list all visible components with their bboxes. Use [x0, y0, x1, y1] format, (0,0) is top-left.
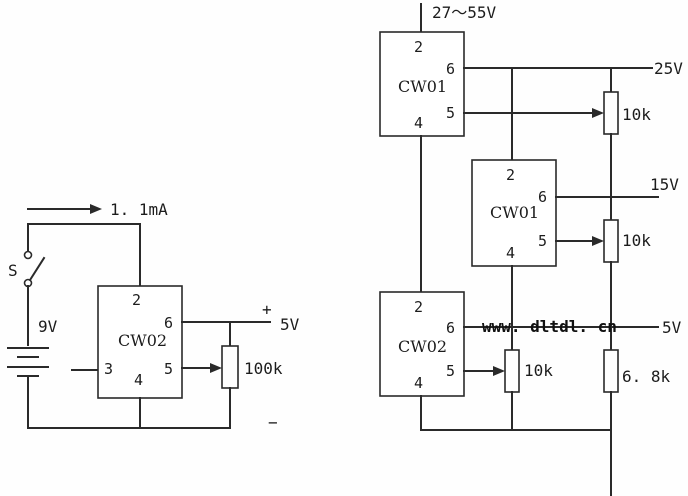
wiper-arrow-bot: [493, 366, 505, 376]
output-5v-right: 5V: [662, 318, 682, 337]
chip-bot-pin5: 5: [446, 362, 455, 380]
chip-cw01-mid: [471, 159, 557, 267]
input-voltage-label: 27～55V: [432, 3, 497, 22]
pot-100k-label: 100k: [244, 359, 283, 378]
pot-top-label: 10k: [622, 105, 651, 124]
chip-left-pin4: 4: [134, 371, 143, 389]
battery-label: 9V: [38, 317, 58, 336]
chip-cw01-top: [379, 31, 465, 137]
chip-cw02-bottom: [379, 291, 465, 397]
current-arrow-head: [90, 204, 102, 214]
output-15v: 15V: [650, 175, 679, 194]
chip-bot-pin6: 6: [446, 319, 455, 337]
resistor-6-8k: [603, 349, 619, 393]
potentiometer-bot-10k: [504, 349, 520, 393]
chip-top-name: CW01: [398, 77, 447, 96]
switch-label: S: [8, 261, 18, 280]
left-circuit: 1. 1mA S 9V − 2 CW02 3 4: [7, 200, 300, 432]
wiper-arrow-left: [210, 363, 222, 373]
potentiometer-100k: [221, 345, 239, 389]
chip-top-pin6: 6: [446, 60, 455, 78]
minus-sign: −: [268, 413, 278, 432]
chip-mid-pin6: 6: [538, 188, 547, 206]
pot-mid-label: 10k: [622, 231, 651, 250]
chip-left-pin3: 3: [104, 360, 113, 378]
wiper-arrow-mid: [592, 236, 604, 246]
pot-bot-label: 10k: [524, 361, 553, 380]
chip-bot-pin2: 2: [414, 298, 423, 316]
chip-left-pin5: 5: [164, 360, 173, 378]
chip-mid-pin2: 2: [506, 166, 515, 184]
current-label: 1. 1mA: [110, 200, 168, 219]
chip-mid-pin4: 4: [506, 244, 515, 262]
output-5v-left: 5V: [280, 315, 300, 334]
potentiometer-top-10k: [603, 91, 619, 135]
wiper-arrow-top: [592, 108, 604, 118]
switch: [23, 250, 46, 288]
chip-left-name: CW02: [118, 331, 167, 350]
chip-bot-pin4: 4: [414, 374, 423, 392]
chip-left-pin2: 2: [132, 291, 141, 309]
battery-symbol: [7, 347, 49, 377]
plus-sign: +: [262, 300, 272, 319]
chip-top-pin4: 4: [414, 114, 423, 132]
chip-top-pin5: 5: [446, 104, 455, 122]
chip-bot-name: CW02: [398, 337, 447, 356]
output-25v: 25V: [654, 59, 683, 78]
chip-top-pin2: 2: [414, 38, 423, 56]
chip-mid-name: CW01: [490, 203, 539, 222]
chip-left-pin6: 6: [164, 314, 173, 332]
resistor-6-8k-label: 6. 8k: [622, 367, 671, 386]
chip-mid-pin5: 5: [538, 232, 547, 250]
potentiometer-mid-10k: [603, 219, 619, 263]
watermark: www. dltdl. cn: [482, 317, 617, 336]
chip-cw02-left: [97, 285, 183, 399]
right-circuit: 27～55V 2 CW01 6 5 4 25V 10k 10k 6. 8k 2 …: [379, 3, 683, 496]
